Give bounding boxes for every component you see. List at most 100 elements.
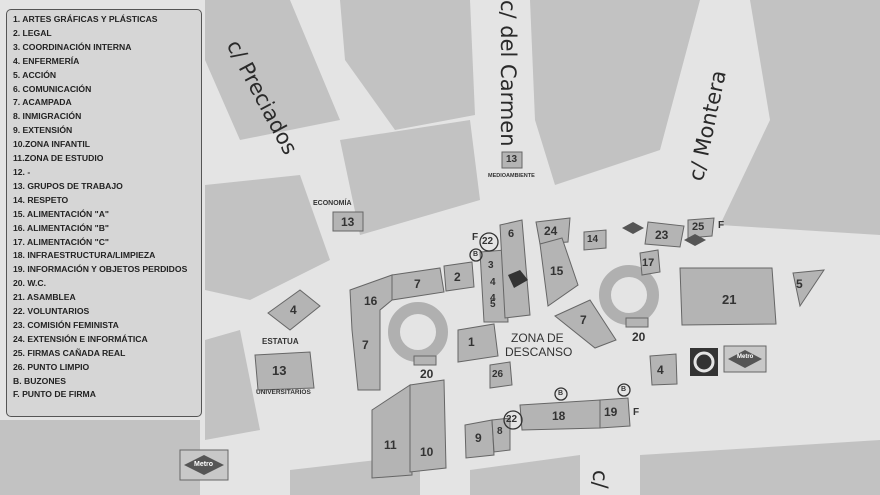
legend-item: 16. ALIMENTACIÓN "B" bbox=[13, 222, 109, 233]
stall-num-16: 16 bbox=[364, 294, 378, 308]
legend-item: F. PUNTO DE FIRMA bbox=[13, 389, 96, 400]
stall-num-22a: 22 bbox=[482, 236, 494, 247]
metro-diamond-top-2 bbox=[684, 234, 706, 246]
stall-num-11: 11 bbox=[384, 438, 397, 452]
stall-7-top bbox=[391, 267, 445, 301]
legend-item: B. BUZONES bbox=[13, 375, 66, 386]
stall-10 bbox=[409, 379, 447, 473]
stall-2 bbox=[443, 261, 475, 292]
legend-item: 15. ALIMENTACIÓN "A" bbox=[13, 208, 109, 219]
stall-20-right bbox=[625, 317, 649, 328]
stall-num-25: 25 bbox=[692, 221, 705, 233]
block-top-left bbox=[205, 0, 340, 140]
stall-26 bbox=[489, 361, 513, 389]
label-metro-bottom: Metro bbox=[194, 461, 214, 468]
legend-box: 1. ARTES GRÁFICAS Y PLÁSTICAS 2. LEGAL 3… bbox=[6, 9, 202, 417]
stall-1 bbox=[457, 323, 499, 363]
marker-b-3 bbox=[617, 383, 631, 397]
legend-item: 7. ACAMPADA bbox=[13, 97, 72, 108]
block-bottom-mid bbox=[470, 455, 580, 495]
stall-num-5b: 5 bbox=[796, 277, 803, 291]
legend-item: 20. W.C. bbox=[13, 278, 46, 289]
stall-num-4c: 4 bbox=[490, 293, 496, 304]
stall-num-13a: 13 bbox=[341, 215, 355, 229]
stall-13-medioambiente bbox=[501, 151, 523, 169]
stall-21 bbox=[679, 267, 777, 326]
stall-num-24: 24 bbox=[544, 224, 558, 238]
metro-sign-right bbox=[723, 345, 767, 373]
label-b-1: B bbox=[473, 251, 479, 258]
label-universitarios: UNIVERSITARIOS bbox=[256, 389, 311, 396]
stall-25 bbox=[687, 217, 715, 239]
stall-num-7a: 7 bbox=[362, 338, 369, 352]
stall-14 bbox=[583, 229, 607, 251]
block-bottom-right bbox=[640, 440, 880, 495]
stall-num-15: 15 bbox=[550, 264, 564, 278]
block-preciados-carmen bbox=[340, 0, 475, 130]
stall-num-5a: 5 bbox=[490, 299, 496, 310]
legend-item: 4. ENFERMERÍA bbox=[13, 55, 80, 66]
stall-num-7b: 7 bbox=[414, 277, 421, 291]
label-economia: ECONOMÍA bbox=[313, 200, 352, 207]
stall-num-1: 1 bbox=[468, 335, 475, 349]
stall-num-20a: 20 bbox=[420, 367, 434, 381]
stall-num-23: 23 bbox=[655, 228, 669, 242]
stall-23 bbox=[644, 221, 685, 248]
legend-item: 5. ACCIÓN bbox=[13, 69, 57, 80]
legend-item: 11.ZONA DE ESTUDIO bbox=[13, 153, 104, 164]
stall-20-left bbox=[413, 355, 437, 366]
metro-diamond-top-1 bbox=[622, 222, 644, 234]
legend-item: 23. COMISIÓN FEMINISTA bbox=[13, 319, 119, 330]
stall-4-left bbox=[267, 289, 321, 331]
stall-19 bbox=[599, 397, 631, 429]
stall-3-4-5 bbox=[479, 249, 509, 323]
legend-item: 9. EXTENSIÓN bbox=[13, 125, 73, 136]
stall-num-6: 6 bbox=[508, 228, 515, 240]
stall-num-4-right: 4 bbox=[657, 363, 664, 377]
stall-num-18: 18 bbox=[552, 409, 566, 423]
label-zona-descanso-1: ZONA DE bbox=[511, 331, 564, 345]
stalls bbox=[254, 151, 826, 479]
stall-11 bbox=[371, 384, 413, 479]
stall-num-2: 2 bbox=[454, 270, 461, 284]
stall-num-14: 14 bbox=[587, 234, 599, 245]
legend-item: 10.ZONA INFANTIL bbox=[13, 139, 91, 150]
legend-item: 19. INFORMACIÓN Y OBJETOS PERDIDOS bbox=[13, 264, 188, 275]
arrow-icon bbox=[508, 270, 528, 288]
block-left-mid bbox=[205, 175, 330, 300]
legend-item: 18. INFRAESTRUCTURA/LIMPIEZA bbox=[13, 250, 156, 261]
street-bottom: c/ bbox=[588, 470, 612, 489]
stall-24 bbox=[535, 217, 571, 245]
legend-item: 14. RESPETO bbox=[13, 194, 69, 205]
label-f-3: F bbox=[633, 407, 640, 418]
stall-num-8: 8 bbox=[497, 426, 503, 437]
stall-num-22b: 22 bbox=[506, 414, 518, 425]
stall-num-7c: 7 bbox=[580, 313, 587, 327]
street-carmen: c/ del Carmen bbox=[496, 0, 520, 147]
block-center-top bbox=[340, 120, 480, 235]
legend-item: 22. VOLUNTARIOS bbox=[13, 306, 90, 317]
label-medioambiente: MEDIOAMBIENTE bbox=[488, 173, 535, 179]
stall-6 bbox=[499, 219, 531, 319]
marker-22-bottom bbox=[503, 410, 523, 430]
marker-b-2 bbox=[554, 387, 568, 401]
label-b-2: B bbox=[558, 390, 564, 397]
stall-9 bbox=[464, 419, 495, 459]
markers bbox=[469, 232, 631, 430]
stall-num-3: 3 bbox=[488, 260, 494, 271]
block-left-low bbox=[205, 330, 260, 440]
legend-item: 2. LEGAL bbox=[13, 27, 52, 38]
legend-item: 25. FIRMAS CAÑADA REAL bbox=[13, 347, 126, 358]
label-b-3: B bbox=[621, 386, 627, 393]
legend-item: 6. COMUNICACIÓN bbox=[13, 83, 92, 94]
stall-13-economia bbox=[332, 211, 364, 232]
block-bottom-legend bbox=[0, 420, 200, 495]
legend-item: 24. EXTENSIÓN E INFORMÁTICA bbox=[13, 333, 148, 344]
cercanias-icon bbox=[690, 348, 718, 376]
block-top-right bbox=[720, 0, 880, 235]
stall-num-13c: 13 bbox=[272, 363, 287, 378]
legend-item: 1. ARTES GRÁFICAS Y PLÁSTICAS bbox=[13, 14, 158, 24]
stall-num-26: 26 bbox=[492, 369, 504, 380]
label-f-2: F bbox=[718, 220, 725, 231]
